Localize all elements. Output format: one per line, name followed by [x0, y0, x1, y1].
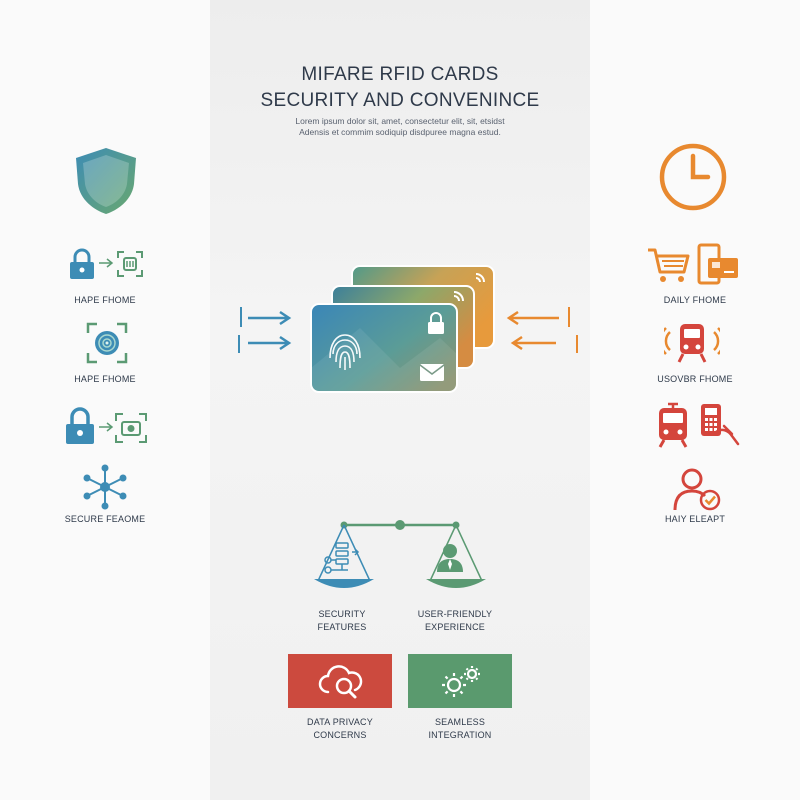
tram-icon — [658, 402, 688, 448]
payment-terminal-icon — [701, 404, 740, 446]
left-item-label-2: HAPE FHOME — [74, 374, 136, 384]
cloud-search-icon — [318, 665, 363, 699]
data-privacy-box — [288, 654, 392, 708]
balance-scale — [314, 520, 486, 588]
seamless-integration-label: SEAMLESS INTEGRATION — [428, 717, 492, 740]
security-features-icon — [324, 542, 360, 574]
gears-icon — [442, 666, 480, 697]
data-privacy-label: DATA PRIVACY CONCERNS — [307, 717, 373, 740]
right-item-label-2: USOVBR FHOME — [657, 374, 733, 384]
left-item-label-3: SECURE FEAOME — [64, 514, 146, 524]
page-subtitle-line2: Adensis et commim sodiquip disdpuree mag… — [299, 127, 501, 137]
page-title-line2: SECURITY AND CONVENINCE — [260, 90, 540, 111]
rfid-card-front — [310, 303, 458, 393]
biometric-scan-icon — [86, 322, 128, 364]
clock-icon — [659, 143, 727, 211]
scanner-icon — [117, 251, 143, 277]
user-friendly-experience-label: USER-FRIENDLY EXPERIENCE — [417, 609, 493, 632]
inbound-arrows-right — [506, 307, 578, 353]
right-panel — [590, 0, 800, 800]
page-title: MIFARE RFID CARDS — [301, 64, 499, 85]
network-icon — [83, 464, 127, 510]
padlock-icon — [66, 407, 94, 444]
card-reader-icon — [697, 243, 738, 285]
security-features-label: SECURITY FEATURES — [317, 609, 367, 632]
user-check-icon — [673, 468, 721, 511]
left-panel — [0, 0, 210, 800]
center-panel — [210, 0, 590, 800]
rfid-card-stack — [310, 265, 495, 393]
user-avatar-icon — [437, 544, 463, 572]
padlock-icon — [70, 248, 94, 279]
envelope-icon — [419, 364, 445, 381]
inbound-arrows-left — [238, 307, 292, 353]
arrow-right-icon — [99, 422, 114, 432]
camera-icon — [115, 413, 147, 443]
lock-icon — [428, 312, 444, 334]
left-item-label-1: HAPE FHOME — [74, 295, 136, 305]
right-item-label-3: HAIY ELEAPT — [664, 514, 726, 524]
fingerprint-icon — [329, 334, 361, 370]
shield-icon — [76, 148, 136, 214]
shopping-cart-icon — [648, 248, 690, 282]
arrow-right-icon — [99, 258, 114, 268]
page-subtitle: Lorem ipsum dolor sit, amet, consectetur… — [295, 116, 505, 126]
seamless-integration-box — [408, 654, 512, 708]
train-icon — [664, 324, 720, 363]
right-item-label-1: DAILY FHOME — [663, 295, 727, 305]
